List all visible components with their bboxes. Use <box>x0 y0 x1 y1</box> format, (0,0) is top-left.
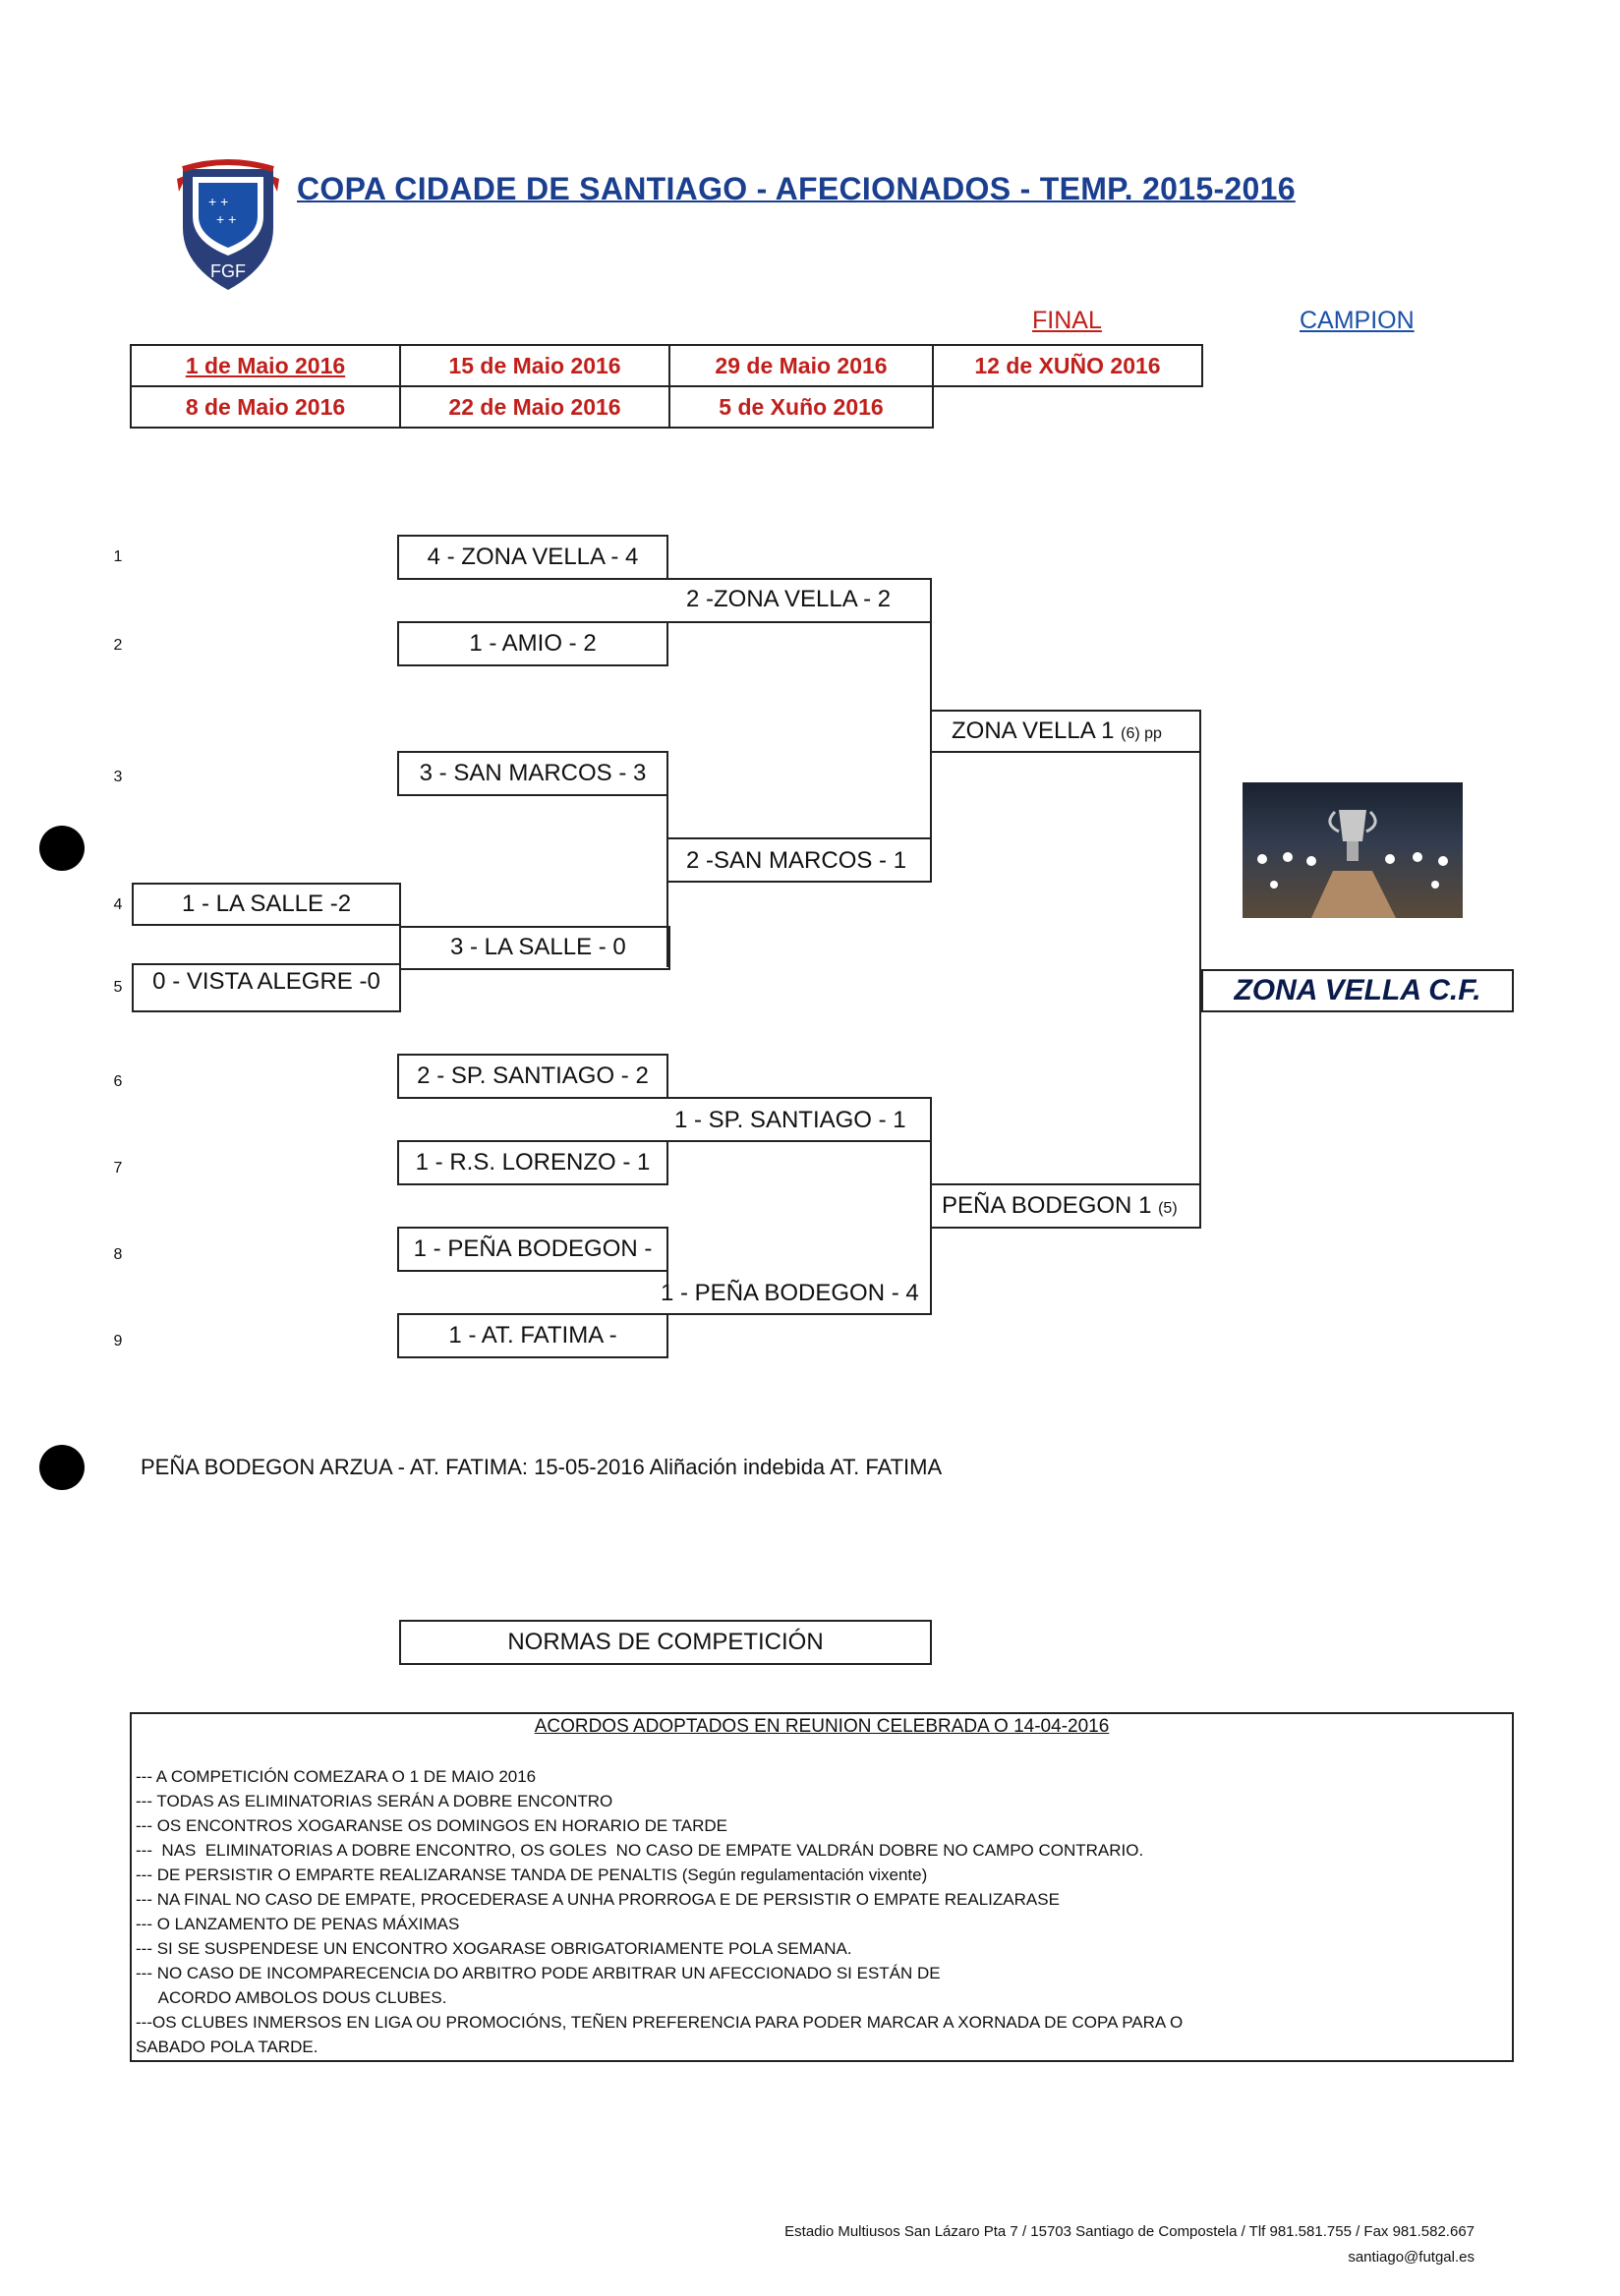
rule-line: ACORDO AMBOLOS DOUS CLUBES. <box>136 1988 446 2008</box>
rules-title: NORMAS DE COMPETICIÓN <box>399 1620 932 1665</box>
row-number: 2 <box>108 637 128 655</box>
footer-email: santiago@futgal.es <box>1348 2249 1475 2266</box>
row-number: 5 <box>108 979 128 997</box>
r2-at-fatima: 1 - AT. FATIMA - <box>397 1313 668 1358</box>
r2-sp-santiago: 2 - SP. SANTIAGO - 2 <box>397 1054 668 1099</box>
date-round3-second: 5 de Xuño 2016 <box>668 385 934 429</box>
final-team2: PEÑA BODEGON 1 (5) <box>930 1183 1201 1229</box>
date-round2-second: 22 de Maio 2016 <box>399 385 670 429</box>
rule-line: --- TODAS AS ELIMINATORIAS SERÁN A DOBRE… <box>136 1792 612 1811</box>
r3-sp-santiago: 1 - SP. SANTIAGO - 1 <box>674 1107 906 1134</box>
punch-hole <box>39 826 85 871</box>
row-number: 4 <box>108 896 128 914</box>
rule-line: --- SI SE SUSPENDESE UN ENCONTRO XOGARAS… <box>136 1939 852 1959</box>
r1-la-salle: 1 - LA SALLE -2 <box>132 883 401 926</box>
footer-address: Estadio Multiusos San Lázaro Pta 7 / 157… <box>784 2223 1475 2240</box>
r3-san-marcos: 2 -SAN MARCOS - 1 <box>686 847 906 875</box>
punch-hole <box>39 1445 85 1490</box>
svg-text:+ +: + + <box>208 194 228 209</box>
date-round1-second: 8 de Maio 2016 <box>130 385 401 429</box>
row-number: 1 <box>108 548 128 566</box>
date-final: 12 de XUÑO 2016 <box>932 344 1203 387</box>
r1-vista-alegre: 0 - VISTA ALEGRE -0 <box>132 963 401 1012</box>
row-number: 7 <box>108 1160 128 1177</box>
disqualification-note: PEÑA BODEGON ARZUA - AT. FATIMA: 15-05-2… <box>141 1455 942 1480</box>
row-number: 6 <box>108 1073 128 1091</box>
final-team1: ZONA VELLA 1 (6) pp <box>952 718 1162 745</box>
date-round3-first: 29 de Maio 2016 <box>668 344 934 387</box>
rule-line: SABADO POLA TARDE. <box>136 2038 318 2057</box>
svg-text:FGF: FGF <box>210 261 246 281</box>
r2-san-marcos: 3 - SAN MARCOS - 3 <box>397 751 668 796</box>
r2-la-salle: 3 - LA SALLE - 0 <box>450 934 626 961</box>
rule-line: ---OS CLUBES INMERSOS EN LIGA OU PROMOCI… <box>136 2013 1183 2033</box>
page-title: COPA CIDADE DE SANTIAGO - AFECIONADOS - … <box>297 171 1296 207</box>
r2-amio: 1 - AMIO - 2 <box>397 621 668 666</box>
r2-rs-lorenzo: 1 - R.S. LORENZO - 1 <box>397 1140 668 1185</box>
svg-text:+ +: + + <box>216 211 236 227</box>
champion-label: CAMPION <box>1300 307 1415 335</box>
r3-pena-bodegon: 1 - PEÑA BODEGON - 4 <box>661 1280 919 1307</box>
row-number: 8 <box>108 1246 128 1264</box>
final-label: FINAL <box>1032 307 1102 335</box>
r3-zona-vella: 2 -ZONA VELLA - 2 <box>686 586 891 613</box>
fgf-logo: + + + + FGF <box>169 147 287 295</box>
trophy-image <box>1243 782 1463 918</box>
rules-panel: ACORDOS ADOPTADOS EN REUNION CELEBRADA O… <box>130 1712 1514 2062</box>
rule-line: --- A COMPETICIÓN COMEZARA O 1 DE MAIO 2… <box>136 1767 536 1787</box>
rule-line: --- OS ENCONTROS XOGARANSE OS DOMINGOS E… <box>136 1816 727 1836</box>
rule-line: --- O LANZAMENTO DE PENAS MÁXIMAS <box>136 1915 459 1934</box>
r2-zona-vella: 4 - ZONA VELLA - 4 <box>397 535 668 580</box>
rule-line: --- DE PERSISTIR O EMPARTE REALIZARANSE … <box>136 1866 927 1885</box>
champion-box: ZONA VELLA C.F. <box>1201 969 1514 1012</box>
rule-line: --- NO CASO DE INCOMPARECENCIA DO ARBITR… <box>136 1964 941 1983</box>
rules-heading: ACORDOS ADOPTADOS EN REUNION CELEBRADA O… <box>132 1716 1512 1738</box>
r2-pena-bodegon: 1 - PEÑA BODEGON - <box>397 1227 668 1272</box>
date-round1-first: 1 de Maio 2016 <box>130 344 401 387</box>
row-number: 3 <box>108 769 128 786</box>
row-number: 9 <box>108 1333 128 1350</box>
date-round2-first: 15 de Maio 2016 <box>399 344 670 387</box>
rule-line: --- NA FINAL NO CASO DE EMPATE, PROCEDER… <box>136 1890 1060 1910</box>
rule-line: --- NAS ELIMINATORIAS A DOBRE ENCONTRO, … <box>136 1841 1143 1861</box>
